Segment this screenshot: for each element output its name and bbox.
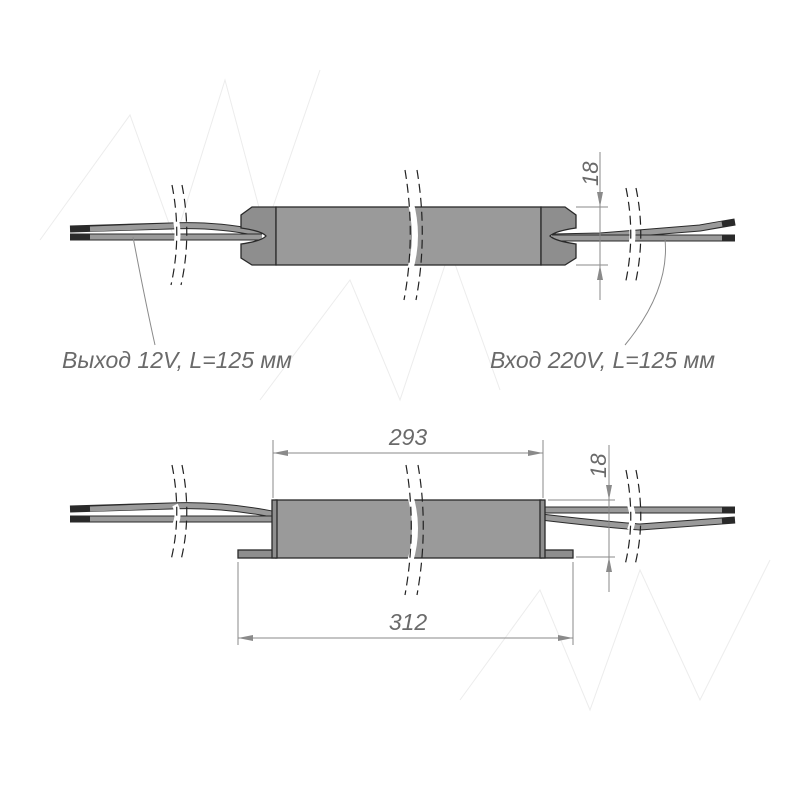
output-label: Выход 12V, L=125 мм <box>62 347 292 373</box>
input-wires-side <box>540 506 736 531</box>
left-flange <box>237 549 277 559</box>
height-dimension-side: 18 <box>548 445 615 592</box>
input-leader <box>624 238 666 346</box>
length-dimension-312: 312 <box>237 562 574 645</box>
side-view: 293 312 18 <box>69 424 736 645</box>
right-flange <box>540 549 574 559</box>
driver-body-side <box>275 499 542 559</box>
right-end-plate <box>539 499 546 559</box>
input-label: Вход 220V, L=125 мм <box>490 347 715 373</box>
right-end-cap <box>540 206 577 266</box>
output-wires-side <box>69 502 273 523</box>
body-length-label: 293 <box>388 424 428 450</box>
top-view: 18 Выход 12V, L=125 мм Вход 220V, L=125 … <box>62 152 736 373</box>
input-wires <box>551 218 736 242</box>
overall-length-label: 312 <box>389 609 428 635</box>
side-height-label: 18 <box>586 453 611 478</box>
left-end-plate <box>271 499 278 559</box>
height-dimension-top: 18 <box>576 152 608 300</box>
driver-body <box>275 206 542 266</box>
output-wires <box>69 222 263 241</box>
left-end-cap <box>240 206 277 266</box>
height-dim-label: 18 <box>578 161 603 186</box>
watermark-logo <box>39 69 771 712</box>
output-leader <box>132 236 156 346</box>
length-dimension-293: 293 <box>272 424 544 498</box>
